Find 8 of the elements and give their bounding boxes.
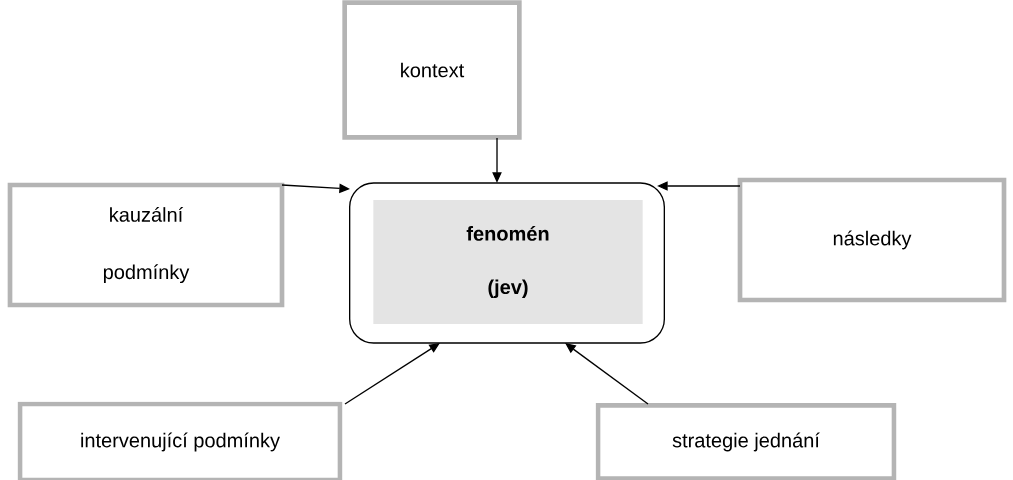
arrow [344, 343, 440, 405]
label-box: kontext [342, 0, 522, 140]
label-box: intervenující podmínky [17, 401, 343, 480]
label-box: následky [737, 177, 1007, 303]
arrow [565, 343, 649, 405]
label-box: strategie jednání [595, 403, 897, 480]
phenomenon-box: fenomén (jev) [373, 200, 643, 324]
label-box: kauzální podmínky [7, 182, 285, 308]
